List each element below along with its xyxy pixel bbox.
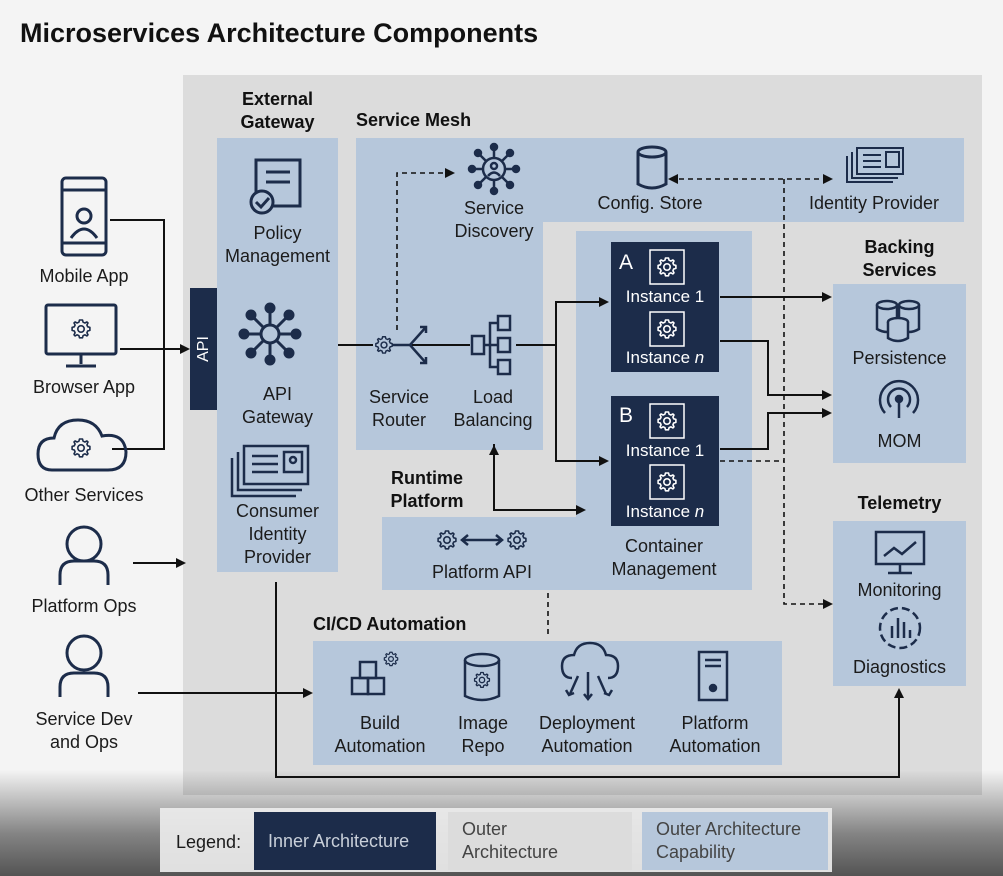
deployment-cloud-icon xyxy=(560,641,620,702)
container-b-instance-1: Instance 1 xyxy=(625,441,705,460)
service-mesh-top-box xyxy=(356,138,964,222)
mobile-app-label: Mobile App xyxy=(39,266,129,286)
legend-inner-architecture: Inner Architecture xyxy=(254,812,436,870)
container-b-letter: B xyxy=(619,404,634,427)
platform-ops-label: Platform Ops xyxy=(31,596,137,616)
client-connectors xyxy=(110,219,313,698)
page-title: Microservices Architecture Components xyxy=(20,18,539,48)
service-discovery-icon xyxy=(467,142,521,196)
diagnostics-label: Diagnostics xyxy=(852,657,947,677)
config-store-icon xyxy=(636,145,668,190)
consumer-identity-icon xyxy=(230,444,310,498)
image-repo-icon xyxy=(463,652,501,702)
persistence-label: Persistence xyxy=(852,348,947,368)
platform-api-icon xyxy=(437,530,527,550)
browser-app-label: Browser App xyxy=(32,377,136,397)
container-a-instance-n: Instance n xyxy=(625,348,705,367)
telemetry-box xyxy=(833,521,966,686)
container-a-instance-1: Instance 1 xyxy=(625,287,705,306)
instance-gear-icons xyxy=(649,249,685,500)
gateway-router-connectors xyxy=(338,297,609,515)
build-gear-icon xyxy=(383,651,399,667)
runtime-platform-box xyxy=(382,517,576,590)
cicd-header: CI/CD Automation xyxy=(313,614,467,634)
platform-server-icon xyxy=(697,650,729,702)
identity-provider-label: Identity Provider xyxy=(808,193,940,213)
browser-gear-icon xyxy=(71,319,91,339)
mom-icon xyxy=(878,379,920,418)
mobile-app-icon xyxy=(60,176,108,257)
load-balancing-icon xyxy=(470,314,512,376)
container-a-letter: A xyxy=(619,251,634,274)
browser-app-icon xyxy=(44,303,118,368)
platform-api-label: Platform API xyxy=(431,562,533,582)
telemetry-header: Telemetry xyxy=(857,493,942,513)
service-dev-person-icon xyxy=(58,634,110,697)
other-services-label: Other Services xyxy=(24,485,144,505)
external-gateway-box xyxy=(217,138,338,572)
service-mesh-router-box xyxy=(356,222,543,450)
monitoring-label: Monitoring xyxy=(857,580,942,600)
legend-label: Legend: xyxy=(176,832,242,852)
service-router-icon xyxy=(392,325,428,365)
dashed-connectors xyxy=(396,168,833,634)
cloud-gear-icon xyxy=(71,438,91,458)
policy-document-icon xyxy=(249,158,302,215)
repo-gear-icon xyxy=(473,671,491,688)
api-bar xyxy=(190,288,217,410)
platform-ops-person-icon xyxy=(58,525,110,585)
config-store-label: Config. Store xyxy=(597,193,703,213)
backing-connectors xyxy=(720,292,832,450)
container-b-instance-n: Instance n xyxy=(625,502,705,521)
cloud-icon xyxy=(36,418,128,472)
persistence-icon xyxy=(875,299,921,343)
diagnostics-icon xyxy=(878,606,922,650)
monitoring-icon xyxy=(874,530,926,575)
api-gateway-icon xyxy=(238,302,302,366)
mom-label: MOM xyxy=(877,431,922,451)
service-mesh-header: Service Mesh xyxy=(356,110,472,130)
build-automation-icon xyxy=(350,660,386,696)
router-gear-icon xyxy=(375,336,393,354)
identity-provider-icon xyxy=(846,147,904,183)
